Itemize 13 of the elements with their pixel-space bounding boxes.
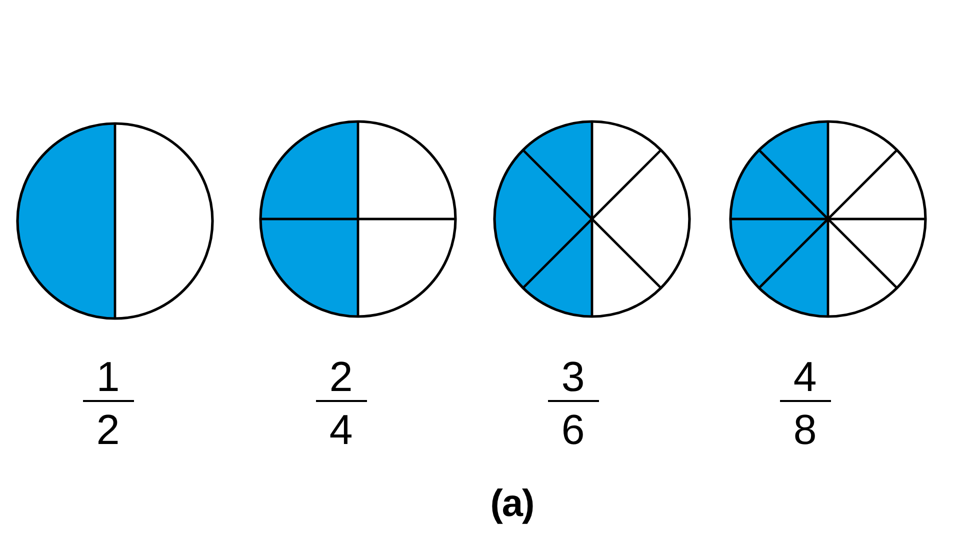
numerator: 3 — [561, 356, 585, 398]
numerator: 2 — [329, 356, 353, 398]
denominator: 6 — [561, 409, 585, 451]
fraction-circle — [16, 122, 214, 320]
denominator: 8 — [793, 409, 817, 451]
fraction-circle — [729, 120, 927, 318]
denominator: 4 — [329, 409, 353, 451]
numerator: 4 — [793, 356, 817, 398]
denominator: 2 — [96, 409, 120, 451]
figure-caption: (a) — [490, 484, 534, 524]
fraction-circle — [259, 120, 457, 318]
fraction-circle — [493, 120, 691, 318]
numerator: 1 — [96, 356, 120, 398]
